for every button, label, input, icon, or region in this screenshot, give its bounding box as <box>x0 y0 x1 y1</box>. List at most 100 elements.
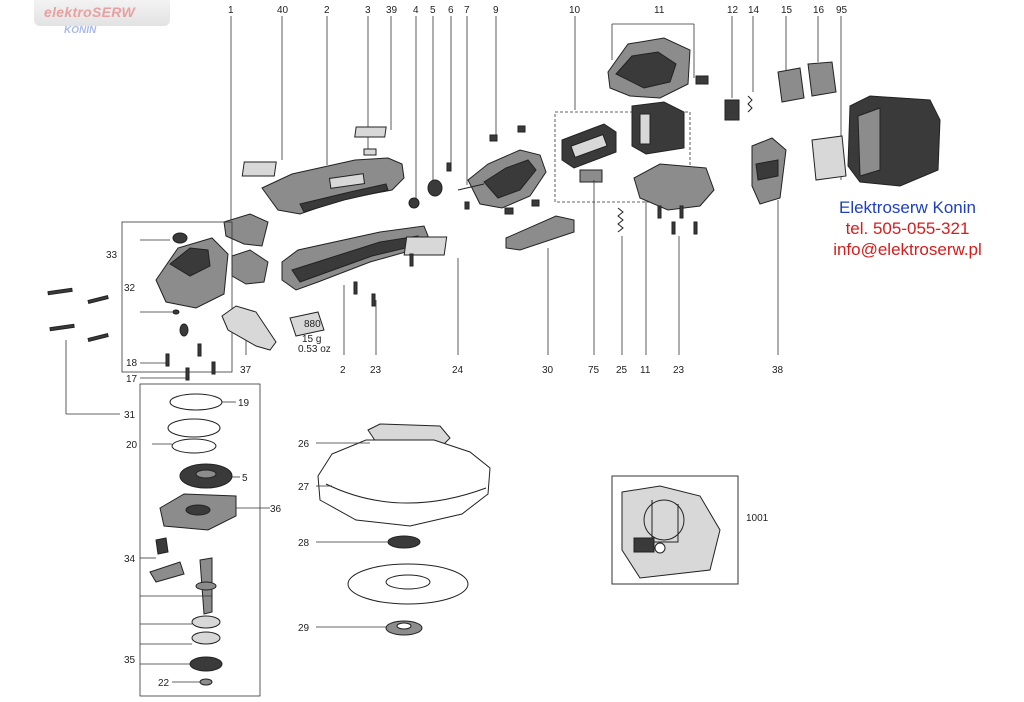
label-5: 5 <box>242 473 248 484</box>
watermark-logo: elektroSERW <box>34 0 170 26</box>
label-5: 5 <box>430 5 436 16</box>
label-10: 10 <box>569 5 581 16</box>
inset-motor <box>643 499 685 541</box>
label-28: 28 <box>298 538 310 549</box>
side-handle <box>221 305 277 351</box>
rating-sticker <box>403 236 448 256</box>
label-22: 22 <box>158 678 170 689</box>
label-1: 1 <box>228 5 234 16</box>
label-31: 31 <box>124 410 136 421</box>
spindle-lock <box>172 232 188 244</box>
grease-ounces: 0.53 oz <box>298 344 331 355</box>
bearing <box>179 323 189 337</box>
inset-housing <box>621 485 721 579</box>
brush <box>489 134 498 142</box>
label-sticker <box>354 126 387 138</box>
left-screws <box>47 287 216 381</box>
disc-hub <box>385 574 431 590</box>
label-33: 33 <box>106 250 118 261</box>
wheel-guard <box>317 439 491 527</box>
spindle-bracket <box>139 383 261 697</box>
label-11: 11 <box>640 365 651 376</box>
release-button <box>807 61 837 97</box>
bottom-leaders <box>245 180 779 355</box>
label-34: 34 <box>124 554 136 565</box>
switch-slider <box>505 215 575 251</box>
brush <box>517 125 526 133</box>
label-4: 4 <box>413 5 419 16</box>
label-39: 39 <box>386 5 398 16</box>
label-36: 36 <box>270 504 282 515</box>
flange-bore <box>185 504 211 516</box>
label-30: 30 <box>542 365 554 376</box>
label-38: 38 <box>772 365 784 376</box>
head-clamp <box>231 249 269 285</box>
column-labels: 19 20 5 36 34 35 22 <box>124 398 282 689</box>
seal <box>191 631 221 645</box>
email-address[interactable]: info@elektroserw.pl <box>833 240 982 259</box>
label-12: 12 <box>727 5 739 16</box>
top-leaders <box>230 16 842 220</box>
head-clamp <box>223 213 269 247</box>
nut <box>408 197 420 209</box>
ball-bearing <box>189 656 223 672</box>
battery-slot <box>857 107 881 177</box>
label-18: 18 <box>126 358 138 369</box>
logo-text: elektroSERW <box>44 4 135 20</box>
label-95: 95 <box>836 5 848 16</box>
label-32: 32 <box>124 283 136 294</box>
inset-terminal <box>633 537 655 553</box>
o-ring <box>169 393 223 411</box>
spring <box>617 207 624 233</box>
column-leaders <box>140 401 270 683</box>
armature-shaft <box>457 183 485 191</box>
battery-plate <box>811 135 847 181</box>
sticker <box>724 99 740 121</box>
label-26: 26 <box>298 439 310 450</box>
label-19: 19 <box>238 398 250 409</box>
label-29: 29 <box>298 623 310 634</box>
o-ring <box>171 438 217 454</box>
label-17: 17 <box>126 374 138 385</box>
lock-pin <box>155 537 169 555</box>
pin <box>446 162 452 172</box>
inset-connector <box>654 542 666 554</box>
left-leaders <box>65 239 186 415</box>
armature-winding <box>483 159 537 199</box>
label-27: 27 <box>298 482 310 493</box>
grease-tube <box>289 311 325 337</box>
controller-slot <box>639 113 651 145</box>
electronics-switch <box>570 133 608 159</box>
label-75: 75 <box>588 365 600 376</box>
label-15: 15 <box>781 5 793 16</box>
label-23: 23 <box>673 365 685 376</box>
brush <box>504 207 514 215</box>
rear-grip-band <box>755 159 779 181</box>
label-35: 35 <box>124 655 136 666</box>
spring <box>747 95 753 113</box>
gear-head-bracket <box>121 221 233 373</box>
company-name: Elektroserw Konin <box>838 198 976 217</box>
label-9: 9 <box>493 5 499 16</box>
inset-label: 1001 <box>746 513 769 524</box>
phone-number[interactable]: tel. 505-055-321 <box>845 219 970 238</box>
label-25: 25 <box>616 365 628 376</box>
wheel-guard-rim <box>325 483 487 504</box>
pin <box>464 201 470 210</box>
label-2: 2 <box>324 5 330 16</box>
top-labels: 1 40 2 3 39 4 5 6 7 9 10 11 12 14 15 16 … <box>228 5 848 16</box>
label-11: 11 <box>654 5 665 16</box>
screws <box>353 205 698 307</box>
grease-weight: 15 g <box>302 334 321 345</box>
circlip <box>199 678 213 686</box>
left-labels: 33 32 18 17 31 <box>106 250 138 421</box>
o-ring <box>167 418 221 438</box>
battery-latch <box>777 67 805 103</box>
switch-part <box>579 169 603 183</box>
label-6: 6 <box>448 5 454 16</box>
electronics-bracket <box>554 111 691 203</box>
label-sticker <box>241 161 277 177</box>
gear-head-top <box>169 247 211 277</box>
grinding-disc <box>347 563 469 605</box>
spindle-collar <box>195 581 217 591</box>
